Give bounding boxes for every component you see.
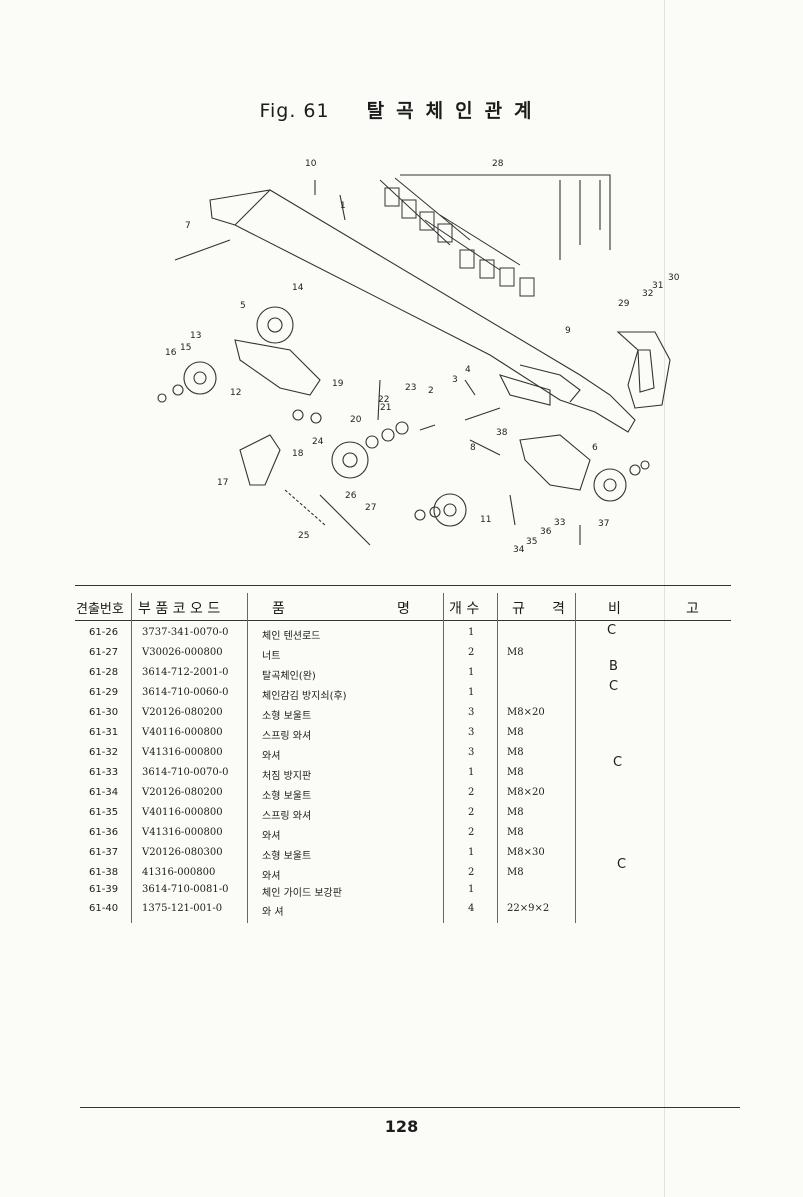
page-fold (664, 0, 665, 1197)
page-number: 128 (384, 1117, 419, 1136)
footer-rule (80, 1107, 740, 1108)
svg-text:18: 18 (292, 449, 304, 459)
column-divider (497, 593, 498, 923)
svg-text:24: 24 (312, 437, 324, 447)
header-remark-1: 비 (608, 601, 621, 617)
svg-text:37: 37 (598, 519, 609, 529)
figure-name: 탈곡체인관계 (366, 100, 544, 122)
svg-text:12: 12 (230, 388, 241, 398)
svg-text:8: 8 (470, 443, 476, 453)
svg-text:10: 10 (305, 159, 317, 169)
table-top-rule (75, 585, 731, 586)
svg-text:27: 27 (365, 503, 376, 513)
svg-text:1: 1 (340, 201, 346, 211)
column-divider (247, 593, 248, 923)
svg-text:33: 33 (554, 518, 565, 528)
svg-text:2: 2 (428, 386, 434, 396)
svg-text:22: 22 (378, 395, 389, 405)
figure-title: Fig. 61 탈곡체인관계 (0, 96, 803, 123)
svg-text:29: 29 (618, 299, 630, 309)
svg-text:11: 11 (480, 515, 491, 525)
svg-text:4: 4 (465, 365, 471, 375)
figure-number: Fig. 61 (259, 100, 330, 122)
header-name-1: 품 (272, 601, 285, 617)
diagram-callouts: 1 2 3 4 5 6 7 8 9 10 11 12 13 14 15 16 1… (165, 159, 680, 555)
svg-text:28: 28 (492, 159, 504, 169)
header-ref-no: 견출번호 (76, 602, 124, 617)
svg-text:31: 31 (652, 281, 663, 291)
svg-text:30: 30 (668, 273, 680, 283)
svg-text:6: 6 (592, 443, 598, 453)
svg-text:38: 38 (496, 428, 508, 438)
svg-text:34: 34 (513, 545, 525, 555)
svg-text:9: 9 (565, 326, 571, 336)
header-name-2: 명 (397, 601, 410, 617)
svg-text:7: 7 (185, 221, 191, 231)
svg-text:35: 35 (526, 537, 537, 547)
svg-text:23: 23 (405, 383, 416, 393)
header-spec-2: 격 (552, 601, 565, 617)
svg-text:17: 17 (217, 478, 228, 488)
column-divider (131, 593, 132, 923)
svg-text:26: 26 (345, 491, 357, 501)
svg-text:5: 5 (240, 301, 246, 311)
svg-text:13: 13 (190, 331, 201, 341)
svg-text:3: 3 (452, 375, 458, 385)
header-qty: 개 수 (449, 601, 480, 617)
svg-text:25: 25 (298, 531, 309, 541)
column-divider (575, 593, 576, 923)
header-spec-1: 규 (512, 601, 525, 617)
svg-text:20: 20 (350, 415, 362, 425)
exploded-parts-diagram: 1 2 3 4 5 6 7 8 9 10 11 12 13 14 15 16 1… (157, 159, 680, 555)
column-divider (443, 593, 444, 923)
header-remark-2: 고 (686, 601, 699, 617)
svg-text:14: 14 (292, 283, 304, 293)
header-part-code: 부 품 코 오 드 (138, 601, 221, 617)
svg-text:36: 36 (540, 527, 552, 537)
svg-text:21: 21 (380, 403, 391, 413)
svg-text:32: 32 (642, 289, 653, 299)
svg-text:15: 15 (180, 343, 191, 353)
svg-text:16: 16 (165, 348, 177, 358)
table-header-rule (75, 620, 731, 621)
svg-text:19: 19 (332, 379, 344, 389)
